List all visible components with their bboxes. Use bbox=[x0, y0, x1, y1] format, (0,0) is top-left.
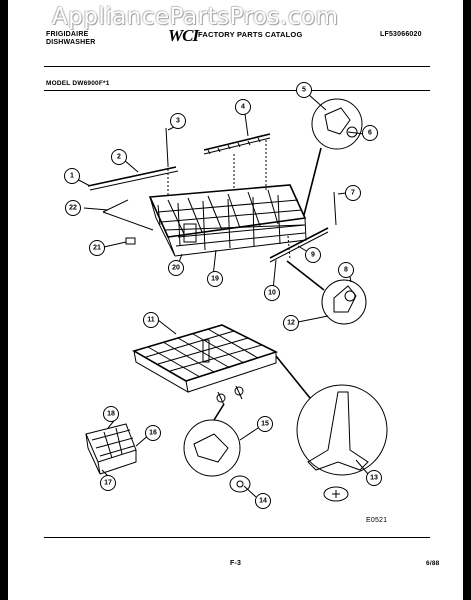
svg-text:10: 10 bbox=[268, 290, 276, 297]
callout-9: 9 bbox=[305, 247, 321, 263]
svg-text:3: 3 bbox=[176, 118, 180, 125]
svg-text:1: 1 bbox=[70, 173, 74, 180]
wci-logo: WCI bbox=[168, 26, 199, 45]
callout-13: 13 bbox=[366, 470, 382, 486]
svg-text:4: 4 bbox=[241, 104, 245, 111]
svg-text:15: 15 bbox=[261, 421, 269, 428]
callout-10: 10 bbox=[264, 285, 280, 301]
silverware-basket bbox=[85, 423, 137, 475]
callout-18: 18 bbox=[103, 406, 119, 422]
svg-text:2: 2 bbox=[117, 154, 121, 161]
svg-text:11: 11 bbox=[147, 317, 155, 324]
brand-name: FRIGIDAIRE bbox=[46, 31, 89, 38]
catalog-number: LF53066020 bbox=[380, 31, 422, 38]
callout-21: 21 bbox=[89, 240, 105, 256]
parts-diagram-sheet: AppliancePartsPros.com FRIGIDAIRE DISHWA… bbox=[8, 0, 463, 600]
svg-text:5: 5 bbox=[302, 87, 306, 94]
svg-text:21: 21 bbox=[93, 245, 101, 252]
callout-20: 20 bbox=[168, 260, 184, 276]
page-number: F-3 bbox=[230, 560, 242, 567]
callout-6: 6 bbox=[362, 125, 378, 141]
upper-rack bbox=[131, 324, 279, 406]
svg-text:12: 12 bbox=[287, 320, 295, 327]
roller-detail bbox=[303, 98, 363, 216]
svg-text:13: 13 bbox=[370, 475, 378, 482]
callout-12: 12 bbox=[283, 315, 299, 331]
callout-8: 8 bbox=[338, 262, 354, 278]
callout-15: 15 bbox=[257, 416, 273, 432]
product-type: DISHWASHER bbox=[46, 39, 96, 46]
revision-date: 6/88 bbox=[426, 560, 440, 567]
spray-arm-detail bbox=[275, 355, 388, 502]
svg-text:20: 20 bbox=[172, 265, 180, 272]
callout-7: 7 bbox=[345, 185, 361, 201]
callout-17: 17 bbox=[100, 475, 116, 491]
watermark-text: AppliancePartsPros.com bbox=[52, 4, 339, 30]
callout-4: 4 bbox=[235, 99, 251, 115]
callout-14: 14 bbox=[255, 493, 271, 509]
callout-11: 11 bbox=[143, 312, 159, 328]
header-rule-top bbox=[44, 66, 430, 67]
callout-1: 1 bbox=[64, 168, 80, 184]
guide-lines bbox=[167, 140, 291, 261]
svg-text:16: 16 bbox=[149, 430, 157, 437]
lower-rack bbox=[148, 184, 307, 257]
svg-text:7: 7 bbox=[351, 190, 355, 197]
svg-text:19: 19 bbox=[211, 276, 219, 283]
svg-text:22: 22 bbox=[69, 205, 77, 212]
header-rule-bottom bbox=[44, 90, 430, 91]
exploded-view-drawing: 1 2 3 4 5 6 7 8 9 10 11 12 13 14 15 16 1… bbox=[64, 82, 388, 509]
svg-text:8: 8 bbox=[344, 267, 348, 274]
svg-text:9: 9 bbox=[311, 252, 315, 259]
callout-16: 16 bbox=[145, 425, 161, 441]
model-number: MODEL DW6900F*1 bbox=[46, 80, 110, 87]
stop-detail bbox=[286, 260, 367, 325]
callout-3: 3 bbox=[170, 113, 186, 129]
svg-text:17: 17 bbox=[104, 480, 112, 487]
svg-text:14: 14 bbox=[259, 498, 267, 505]
catalog-title: FACTORY PARTS CATALOG bbox=[198, 30, 303, 39]
callout-19: 19 bbox=[207, 271, 223, 287]
wheel-detail bbox=[183, 403, 251, 493]
svg-text:6: 6 bbox=[368, 130, 372, 137]
figure-code: E0521 bbox=[366, 517, 388, 524]
svg-text:18: 18 bbox=[107, 411, 115, 418]
footer-rule bbox=[44, 537, 430, 538]
callout-22: 22 bbox=[65, 200, 81, 216]
callout-5: 5 bbox=[296, 82, 312, 98]
rack-rails bbox=[87, 127, 337, 263]
callout-2: 2 bbox=[111, 149, 127, 165]
